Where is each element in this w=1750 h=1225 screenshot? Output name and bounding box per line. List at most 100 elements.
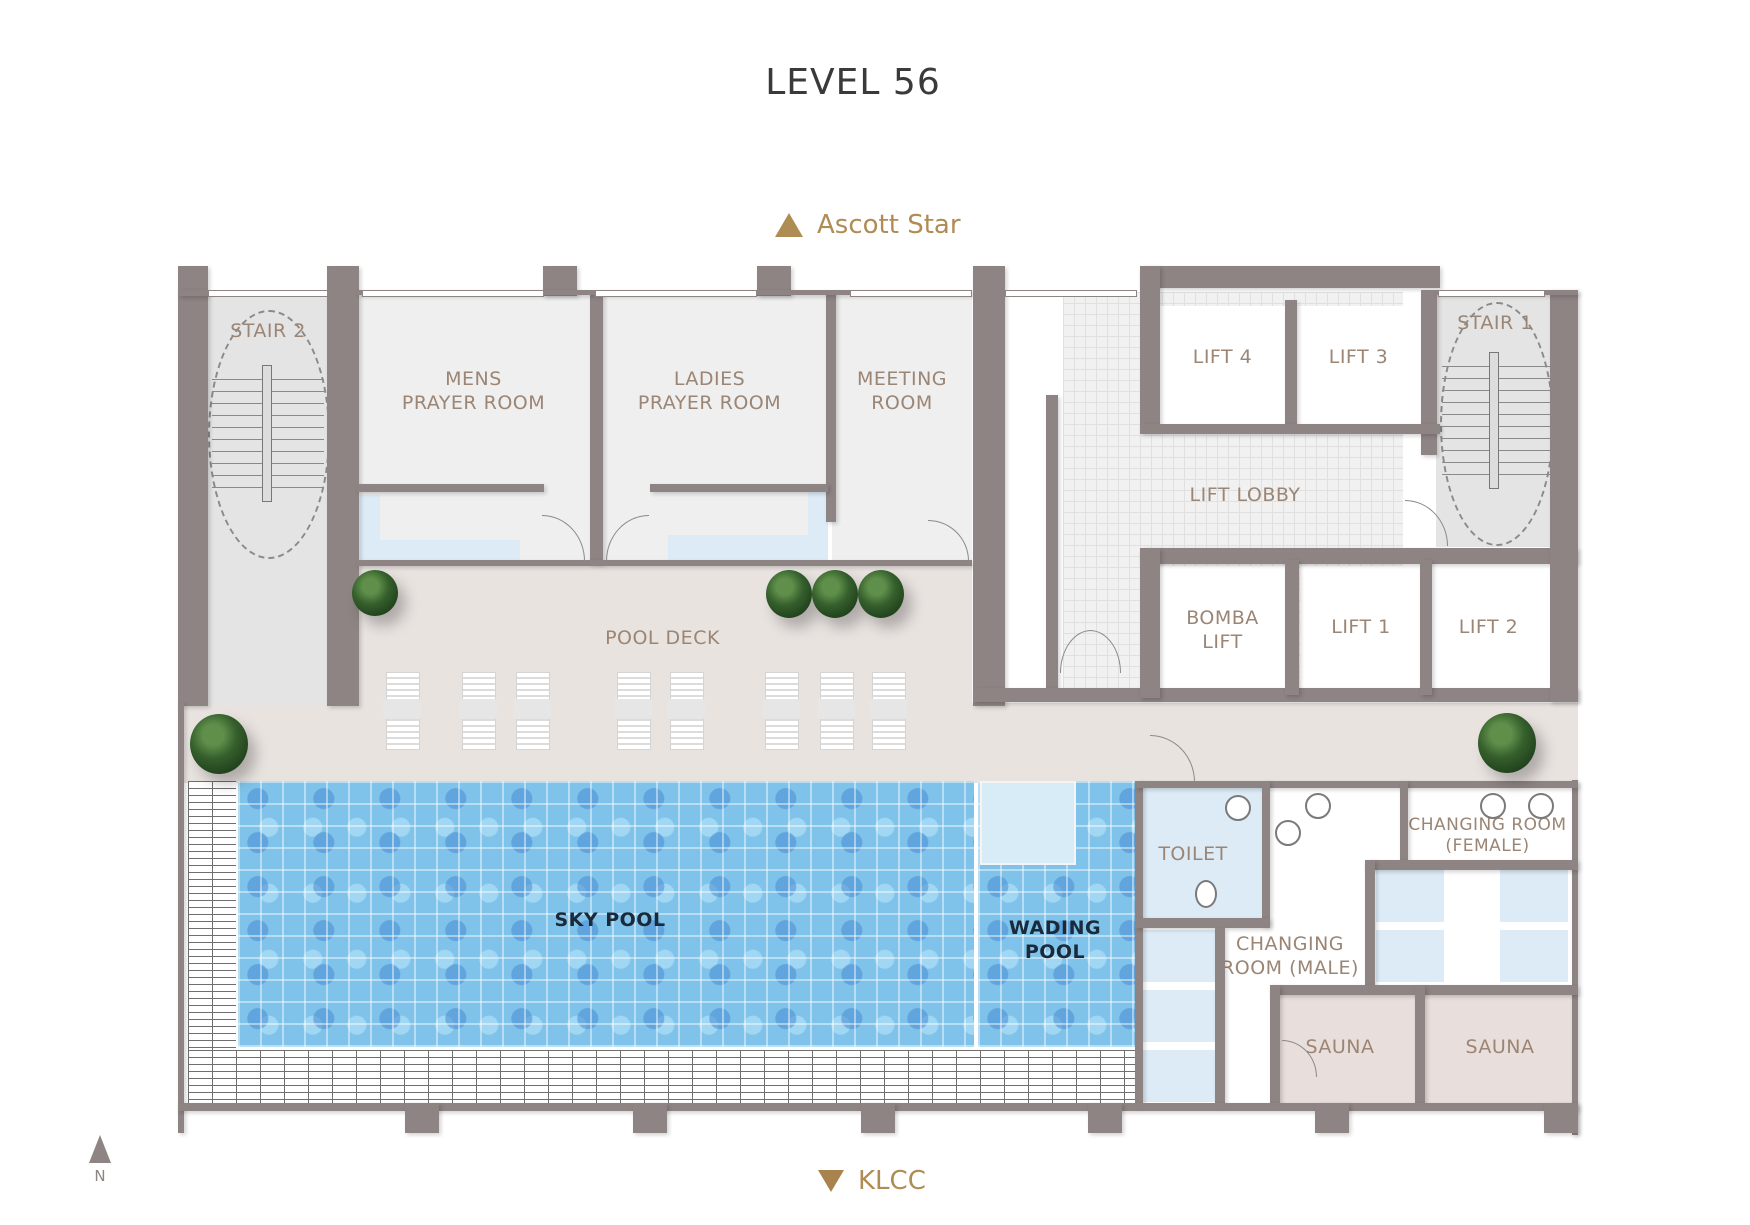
wall-male-cubicles (1215, 928, 1225, 1106)
wading-pool-label-line1: WADING (1008, 917, 1102, 939)
wall-shower-left (1365, 860, 1375, 990)
changing-female-label-line1: CHANGING ROOM (1408, 815, 1567, 835)
window-ladies (595, 290, 757, 297)
lift-1 (1300, 566, 1422, 688)
sun-lounger-1[interactable] (383, 672, 421, 750)
sauna-right-label: SAUNA (1465, 1036, 1535, 1058)
wall-outer-right-lower (1572, 780, 1578, 1135)
meeting-label-line1: MEETING (856, 368, 948, 390)
floor-title: LEVEL 56 (765, 62, 941, 103)
wall-central-column (973, 266, 1005, 706)
bomba-lift-label: BOMBA LIFT (1160, 607, 1285, 655)
changing-female-label: CHANGING ROOM (FEMALE) (1400, 815, 1575, 858)
service-cupboard-4 (1008, 587, 1046, 692)
wall-shower-block (1365, 860, 1578, 870)
wall-bottom-pillar-5 (1315, 1103, 1349, 1133)
sauna-left-label: SAUNA (1305, 1036, 1375, 1058)
bomba-lift (1160, 566, 1285, 688)
stair-2-label: STAIR 2 (230, 320, 306, 342)
wall-lift-top-bottom (1140, 424, 1440, 434)
sun-lounger-3[interactable] (513, 672, 551, 750)
north-label: N (94, 1167, 106, 1185)
meeting-room-label: MEETING ROOM (832, 368, 972, 416)
sun-lounger-5[interactable] (667, 672, 705, 750)
sun-lounger-6[interactable] (762, 672, 800, 750)
wall-ladies-meeting (826, 292, 836, 522)
lift-4 (1160, 306, 1285, 424)
wall-lift-bomba-1 (1285, 560, 1299, 695)
male-cubicle-1 (1143, 930, 1215, 982)
changing-male-label: CHANGING ROOM (MALE) (1215, 933, 1365, 981)
ladies-prayer-label: LADIES PRAYER ROOM (603, 368, 816, 416)
shower-cubicle-2 (1376, 930, 1444, 982)
sun-lounger-7[interactable] (817, 672, 855, 750)
wall-lift-bottom-left (1140, 548, 1160, 698)
tree-6 (1478, 713, 1536, 773)
stair-1-label: STAIR 1 (1457, 312, 1533, 334)
wall-lift-top-frame (1140, 266, 1440, 288)
wall-cupboard-divider (1046, 395, 1058, 695)
mens-prayer-inner (380, 495, 520, 540)
wc-toilet (1195, 880, 1217, 908)
pool-grating-left (188, 781, 236, 1103)
wall-outer-right (1550, 290, 1578, 702)
triangle-up-icon (775, 213, 803, 237)
changing-male-label-line1: CHANGING (1235, 933, 1345, 955)
mens-prayer-label-line1: MENS (445, 368, 502, 390)
lift-3-label: LIFT 3 (1328, 346, 1389, 368)
wall-sauna-left (1270, 985, 1280, 1105)
stair-2-storage (208, 595, 263, 703)
wall-sauna-divider (1415, 985, 1425, 1105)
ladies-prayer-label-line2: PRAYER ROOM (637, 391, 782, 414)
sink-male-1 (1305, 793, 1331, 819)
direction-bottom-label: KLCC (858, 1166, 926, 1196)
window-mens (362, 290, 544, 297)
toilet-label: TOILET (1158, 843, 1228, 865)
north-compass: N (80, 1135, 120, 1185)
lift-2-label: LIFT 2 (1458, 616, 1519, 638)
tree-2 (766, 570, 812, 618)
tree-3 (812, 570, 858, 618)
direction-bottom: KLCC (818, 1166, 926, 1196)
sky-pool-label: SKY POOL (554, 909, 666, 931)
wall-mens-partition (357, 484, 544, 492)
wall-bottom-pillar-3 (861, 1103, 895, 1133)
sun-lounger-8[interactable] (869, 672, 907, 750)
stair-1-handrail (1489, 352, 1499, 489)
wall-stair2-right (327, 266, 359, 706)
changing-male-label-line2: ROOM (MALE) (1221, 956, 1359, 979)
wading-pool-step (980, 781, 1076, 865)
sun-lounger-2[interactable] (459, 672, 497, 750)
sink-toilet (1225, 795, 1251, 821)
wall-toilet-bottom (1135, 918, 1270, 928)
wall-lift-4-3 (1285, 300, 1297, 430)
wall-bottom-pillar-2 (633, 1103, 667, 1133)
wall-bottom-pillar-6 (1544, 1103, 1578, 1133)
window-stair2 (208, 290, 328, 297)
pool-grating-bottom (188, 1050, 1135, 1105)
meeting-label-line2: ROOM (871, 391, 933, 414)
shower-cubicle-1 (1376, 870, 1444, 922)
tree-5 (190, 714, 248, 774)
wall-bottom-pillar-1 (405, 1103, 439, 1133)
tree-1 (352, 570, 398, 616)
ladies-prayer-inner (668, 490, 808, 535)
window-lobby (1005, 290, 1137, 297)
mens-prayer-label: MENS PRAYER ROOM (357, 368, 590, 416)
shower-cubicle-4 (1500, 930, 1568, 982)
service-cupboard-2 (1008, 408, 1046, 470)
wall-lift-1-2 (1420, 560, 1432, 695)
wall-female-divider (1400, 781, 1408, 861)
sun-lounger-4[interactable] (614, 672, 652, 750)
lift-3 (1296, 306, 1421, 424)
sink-male-2 (1275, 820, 1301, 846)
lift-2 (1430, 566, 1547, 688)
lift-4-label: LIFT 4 (1192, 346, 1253, 368)
sauna-right (1425, 995, 1573, 1105)
service-cupboard-1 (1008, 295, 1063, 395)
service-cupboard-3 (1008, 482, 1046, 577)
wall-ladies-partition (650, 484, 828, 492)
sink-female-1 (1480, 793, 1506, 819)
meeting-room (832, 295, 972, 565)
